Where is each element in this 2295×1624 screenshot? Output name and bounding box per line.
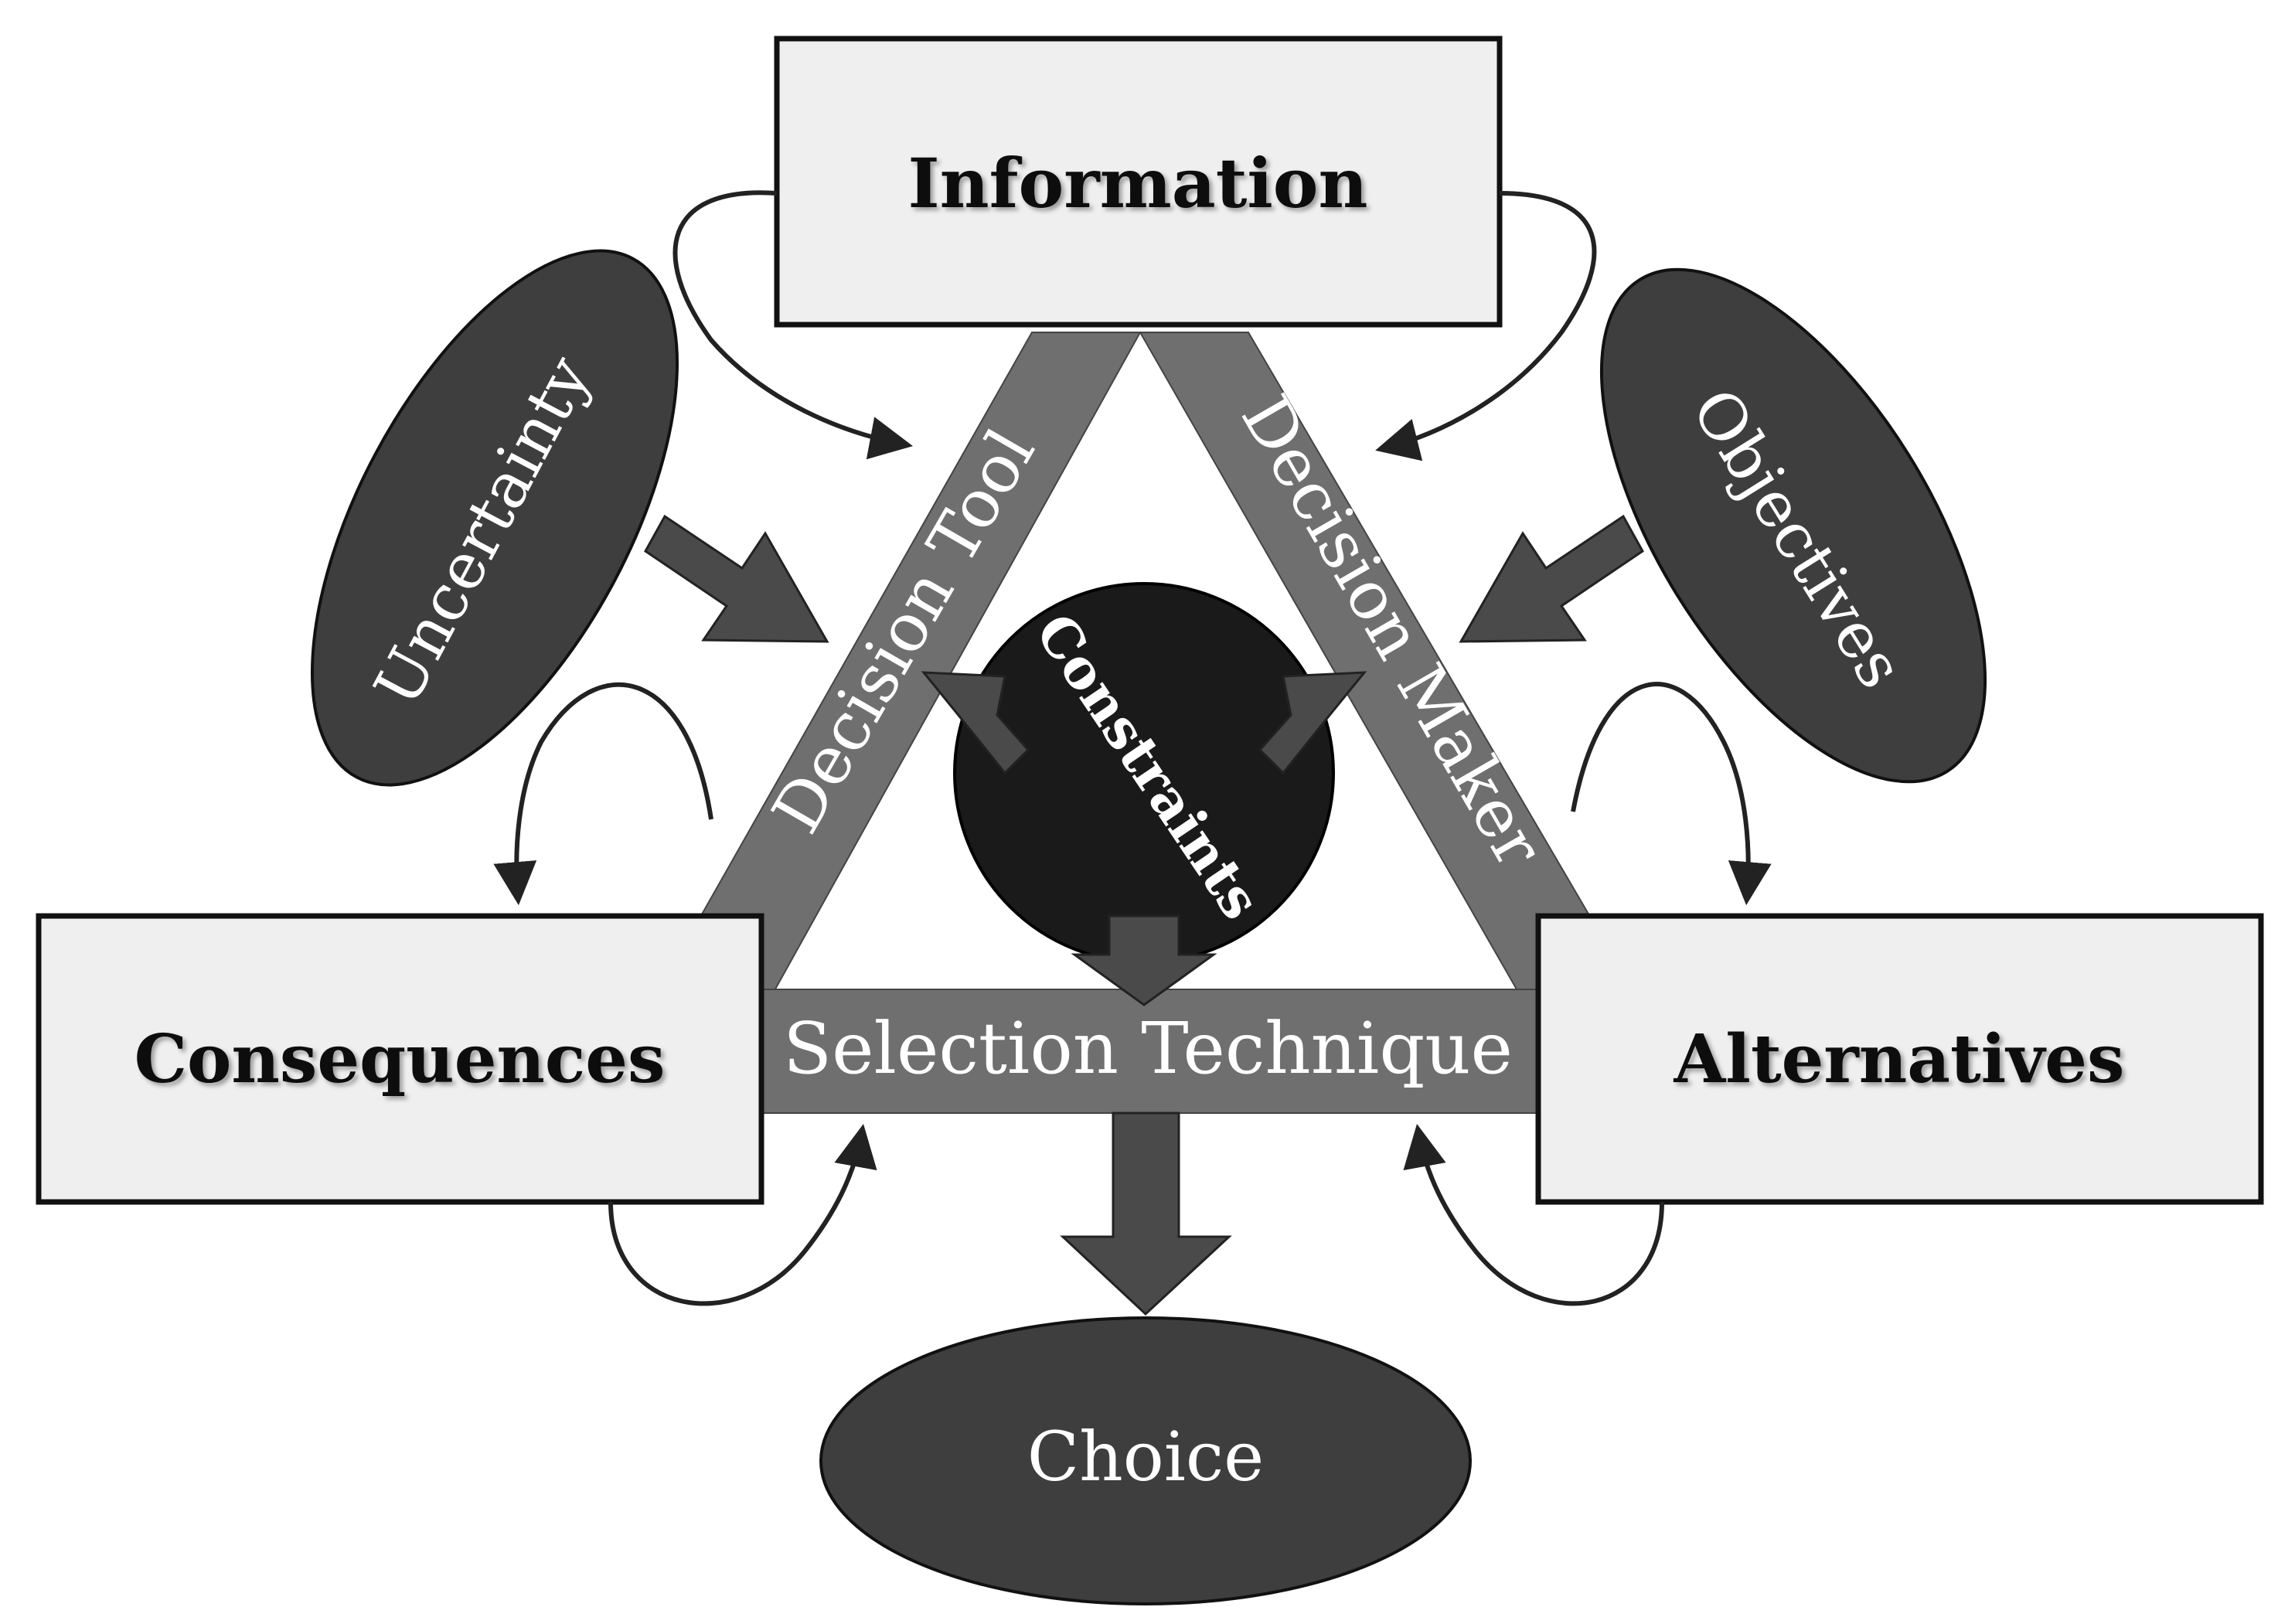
selection-technique-label: Selection Technique [783,1007,1513,1090]
objectives-block-arrow [1459,514,1644,643]
information-box [774,36,1503,328]
consequences-to-selection-arrow [608,1123,877,1306]
consequences-box [36,913,764,1205]
choice-label: Choice [1027,1417,1265,1496]
information-label: Information [908,143,1368,223]
objectives-ellipse [1599,267,1987,784]
constraints-arrow-left [921,671,1030,775]
alternatives-to-selection-arrow [1403,1123,1664,1306]
uncertainty-ellipse [310,249,679,787]
choice-ellipse [819,1316,1472,1605]
consequences-label: Consequences [134,1020,666,1098]
uncertainty-block-arrow [644,514,829,643]
information-to-decision-tool-arrow [672,190,914,460]
alternatives-label: Alternatives [1674,1020,2125,1098]
information-to-decision-maker-arrow [1375,191,1597,461]
constraints-arrow-down [1071,914,1217,1006]
objectives-to-alternatives-arrow [1571,682,1772,906]
uncertainty-to-consequences-arrow [493,682,713,906]
constraints-arrow-right [1258,671,1367,775]
choice-arrow [1060,1112,1232,1316]
alternatives-box [1535,913,2264,1205]
